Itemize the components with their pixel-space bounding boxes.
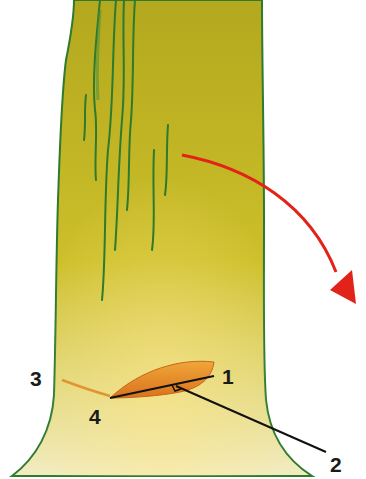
callout-number: 1 [222, 366, 234, 387]
trunk-shading [12, 0, 312, 476]
tree-trunk [12, 0, 312, 476]
callout-number: 4 [89, 406, 101, 427]
bark-lines [84, 0, 168, 300]
callout-number: 2 [330, 454, 342, 475]
back-cut [62, 380, 110, 396]
notch-line [110, 376, 214, 398]
leader-line [176, 386, 326, 452]
arrow-head [330, 270, 356, 304]
callout-number: 3 [30, 368, 42, 389]
felling-notch [110, 361, 214, 398]
fall-direction-arrow [182, 155, 336, 272]
